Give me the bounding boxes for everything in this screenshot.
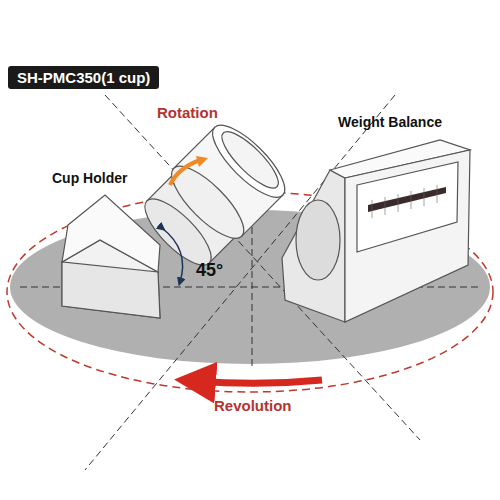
part-name: Weight Balance [338,114,442,130]
axis-lines [20,95,480,470]
revolution-label: Revolution [214,397,292,414]
angle-label: 45° [196,260,223,281]
cup-holder [62,115,295,318]
weight-balance [282,140,470,322]
part-name: Cup Holder [52,170,127,186]
rotation-label: Rotation [157,104,218,121]
title-band: SH-PMC350(1 cup) [8,66,159,89]
revolution-arrow [195,380,322,383]
angle-arc [162,228,183,282]
